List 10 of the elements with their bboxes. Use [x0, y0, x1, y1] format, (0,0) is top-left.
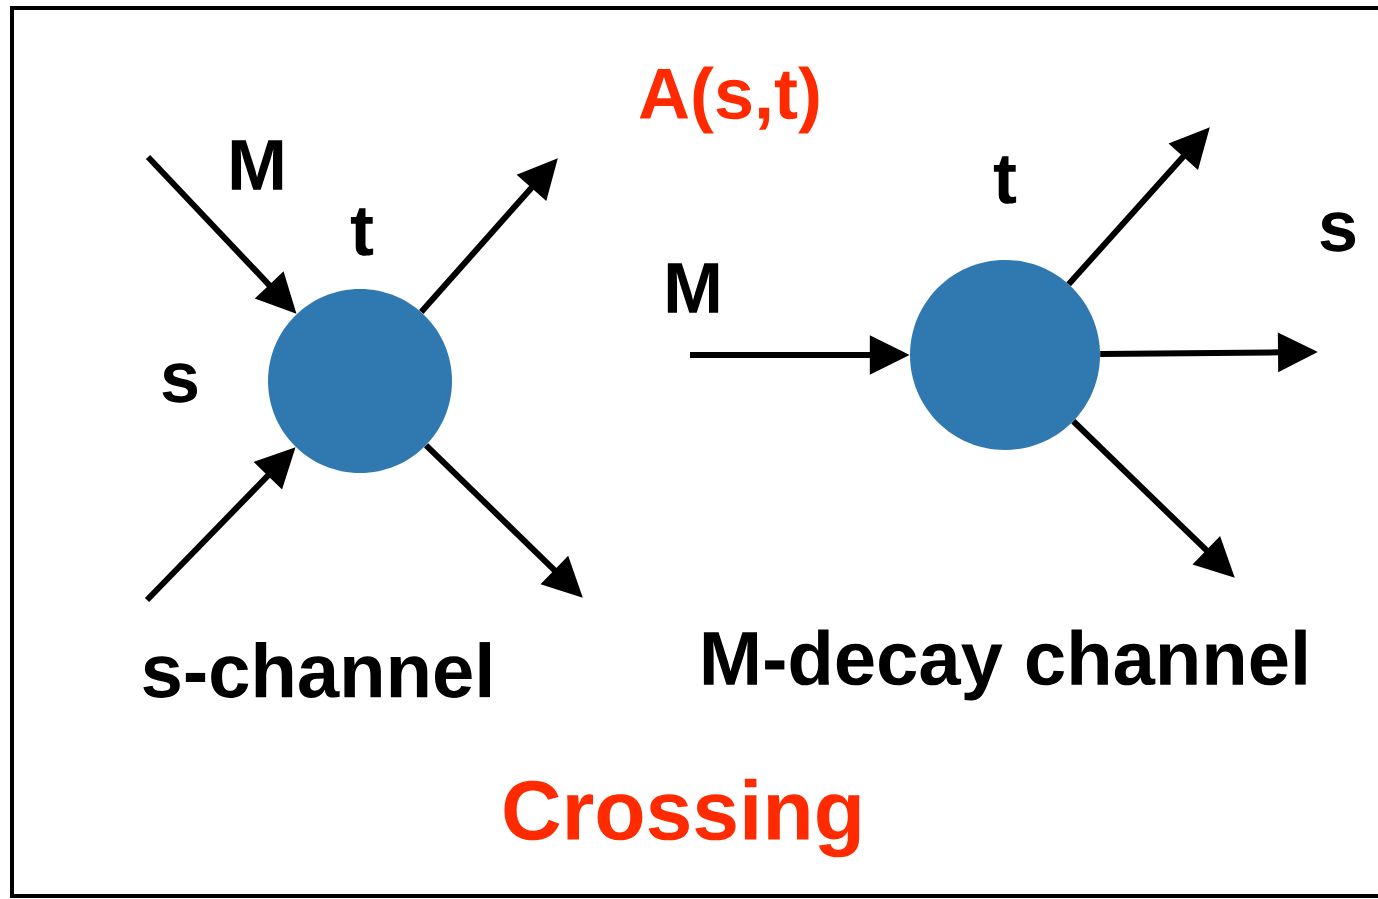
blob-circle — [268, 289, 452, 473]
label: s-channel — [143, 642, 490, 698]
blob-circle — [910, 260, 1100, 450]
label: M-decay channel — [703, 629, 1306, 701]
label: s — [1320, 212, 1356, 252]
label: Crossing — [504, 778, 860, 858]
label: s — [162, 363, 198, 403]
label: A(s,t) — [639, 66, 819, 134]
label: M — [231, 140, 283, 190]
label: M — [667, 263, 719, 313]
